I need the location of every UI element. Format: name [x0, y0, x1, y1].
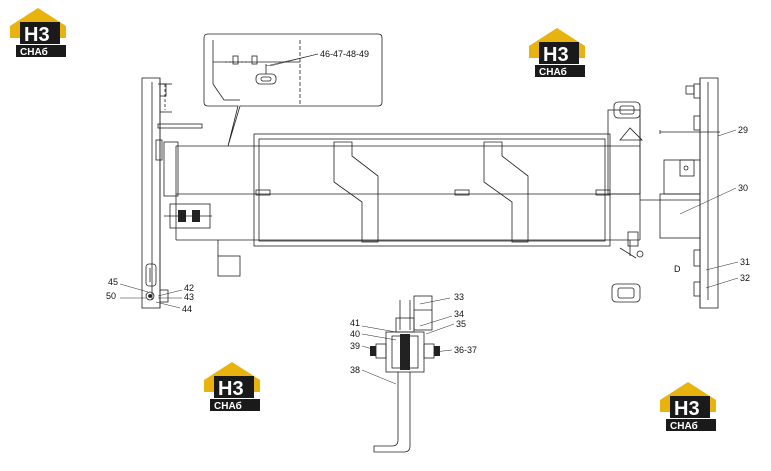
callout-42: 42	[184, 283, 194, 293]
view-label-d: D	[674, 264, 681, 274]
callout-45: 45	[108, 277, 118, 287]
callout-33: 33	[454, 292, 464, 302]
callout-29: 29	[738, 125, 748, 135]
callout-30: 30	[738, 183, 748, 193]
callout-34: 34	[454, 309, 464, 319]
callout-31: 31	[740, 257, 750, 267]
logo-mark: H3	[24, 24, 50, 46]
callout-46-49: 46-47-48-49	[320, 49, 369, 59]
callout-39: 39	[350, 341, 360, 351]
logo-mark: H3	[674, 398, 700, 420]
callout-50: 50	[106, 291, 116, 301]
main-beam	[163, 101, 701, 303]
logo-word: CHAб	[20, 46, 48, 58]
logo-word: CHAб	[539, 66, 567, 78]
brand-logo: H3 CHAб	[660, 382, 716, 432]
logo-mark: H3	[543, 44, 569, 66]
callout-35: 35	[456, 319, 466, 329]
brand-logo: H3 CHAб	[204, 362, 260, 412]
logo-word: CHAб	[214, 400, 242, 412]
callout-32: 32	[740, 273, 750, 283]
logo-mark: H3	[218, 378, 244, 400]
brand-logo: H3 CHAб	[529, 28, 585, 78]
callout-38: 38	[350, 365, 360, 375]
callout-36-37: 36-37	[454, 345, 477, 355]
callout-44: 44	[182, 304, 192, 314]
pin-assembly-detail	[370, 295, 440, 453]
callout-43: 43	[184, 292, 194, 302]
brand-logo: H3 CHAб	[10, 8, 66, 58]
left-end-frame	[141, 77, 203, 309]
right-end-frame	[659, 77, 720, 309]
callout-40: 40	[350, 329, 360, 339]
detail-view-inset	[203, 33, 383, 147]
callout-41: 41	[350, 318, 360, 328]
logo-word: CHAб	[670, 420, 698, 432]
leader-lines	[119, 53, 739, 385]
